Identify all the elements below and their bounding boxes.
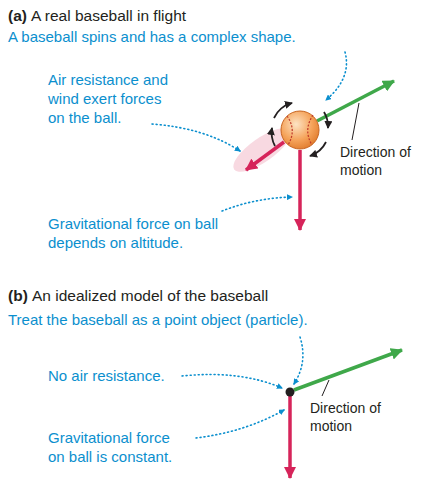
stitch (308, 115, 313, 145)
leader-line (294, 337, 303, 384)
leader-line (352, 103, 359, 140)
motion-label: Direction of motion (340, 143, 420, 179)
spin-arrow (272, 128, 275, 146)
air-resistance-arrow (246, 142, 284, 170)
leader-line (196, 410, 284, 438)
annotation: No air resistance. (48, 366, 165, 385)
annotation: Treat the baseball as a point object (pa… (8, 310, 408, 329)
annotation: Air resistance and wind exert forces on … (48, 70, 176, 127)
leader-line (182, 375, 282, 389)
spin-arrow (274, 103, 292, 118)
annotation: A baseball spins and has a complex shape… (8, 27, 338, 46)
leader-line (322, 380, 329, 396)
ball (281, 111, 319, 149)
point-particle (286, 388, 295, 397)
spin-arrow (310, 142, 326, 156)
motion-arrow (294, 350, 402, 390)
annotation: Gravitational force on ball depends on a… (48, 214, 253, 252)
motion-label: Direction of motion (310, 399, 390, 435)
stitch (287, 116, 292, 145)
gravity-arrow (288, 396, 292, 478)
leader-line (326, 52, 346, 100)
panel-title: A real baseball in flight (31, 6, 186, 25)
leader-line (222, 197, 292, 211)
panel-title: An idealized model of the baseball (32, 286, 268, 305)
gravity-arrow (298, 150, 302, 230)
leader-line (152, 124, 240, 151)
annotation: Gravitational force on ball is constant. (48, 428, 190, 466)
baseball (281, 111, 319, 149)
panel-letter: (b) (8, 286, 28, 305)
motion-arrow (317, 81, 394, 121)
spin-arrow (324, 112, 328, 128)
panel-letter: (a) (8, 6, 27, 25)
